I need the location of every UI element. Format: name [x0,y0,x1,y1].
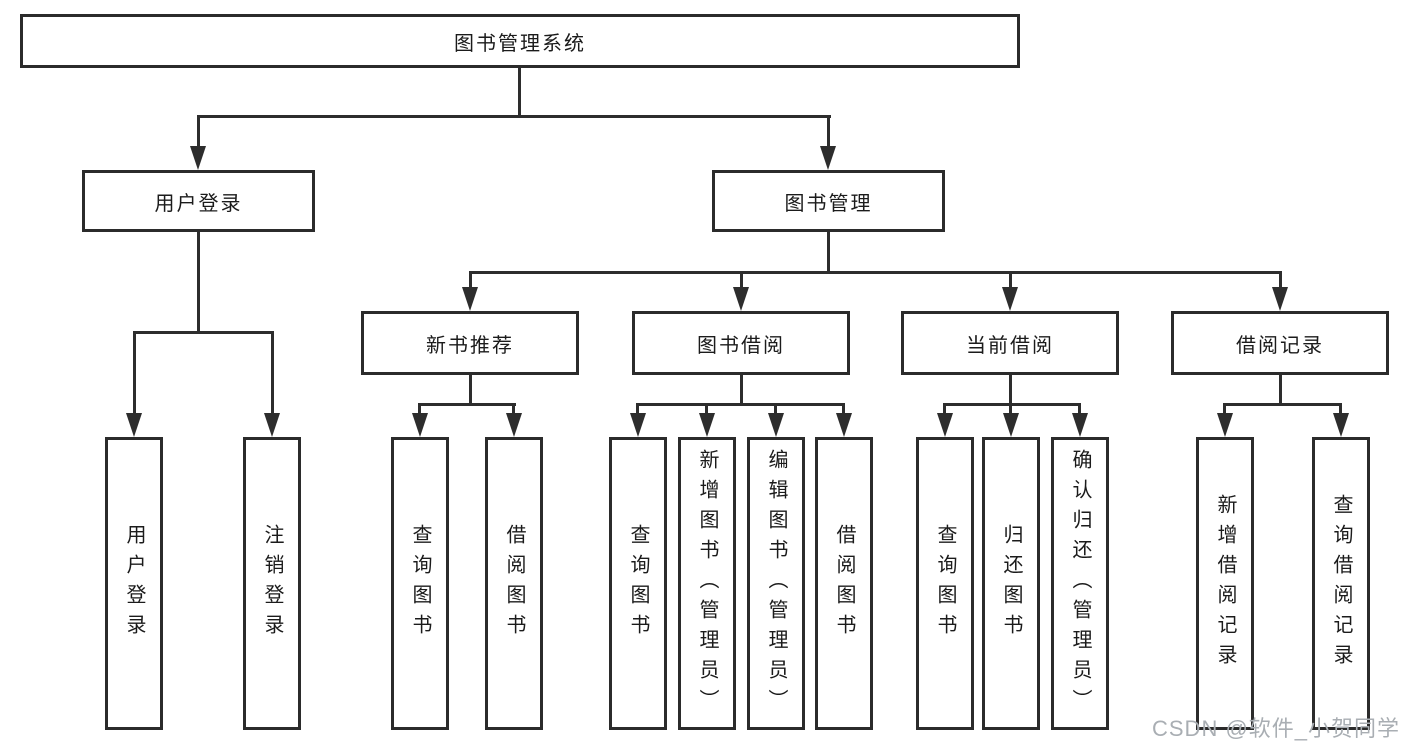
node-book-borrowing-label: 图书借阅 [697,334,785,357]
node-book-management-label: 图书管理 [784,192,873,215]
connector-borrowing-split [636,403,845,406]
leaf-borrow-add-books-admin-label: 新增图书（管理员） [696,448,718,719]
connector-records-split [1223,403,1342,406]
arrow-leaf-current-query [937,413,953,437]
node-book-borrowing: 图书借阅 [632,311,850,375]
leaf-logout-label: 注销登录 [261,523,283,644]
arrow-book-management [820,146,836,170]
connector-leaf-recommend-borrow-drop [512,403,515,413]
leaf-records-query-record-label: 查询借阅记录 [1330,493,1352,674]
node-book-management: 图书管理 [712,170,945,232]
arrow-recommend [462,287,478,311]
node-new-book-recommend-label: 新书推荐 [426,334,514,357]
connector-leaf-user-login-drop [133,331,136,413]
connector-root-stem [518,68,521,118]
connector-leaf-logout-drop [271,331,274,413]
connector-leaf-records-query-drop [1339,403,1342,413]
connector-recommend-stem [469,375,472,406]
connector-leaf-borrow-query-drop [636,403,639,413]
connector-leaf-borrow-edit-drop [774,403,777,413]
node-borrowing-records-label: 借阅记录 [1236,334,1324,357]
connector-book-management-drop [827,115,830,146]
csdn-watermark: CSDN @软件_小贺同学 [1152,716,1401,741]
leaf-records-add-record: 新增借阅记录 [1196,437,1254,730]
leaf-borrow-borrow-books-label: 借阅图书 [833,523,855,644]
leaf-recommend-borrow-books-label: 借阅图书 [503,523,525,644]
arrow-records [1272,287,1288,311]
connector-leaf-current-query-drop [943,403,946,413]
arrow-leaf-borrow-query [630,413,646,437]
arrow-leaf-current-return [1003,413,1019,437]
node-new-book-recommend: 新书推荐 [361,311,579,375]
connector-leaf-borrow-add-drop [705,403,708,413]
node-root: 图书管理系统 [20,14,1020,68]
leaf-borrow-edit-books-admin-label: 编辑图书（管理员） [765,448,787,719]
leaf-current-return-books-label: 归还图书 [1000,523,1022,644]
connector-user-split [133,331,274,334]
arrow-leaf-recommend-query [412,413,428,437]
connector-recommend-split [418,403,516,406]
arrow-leaf-borrow-add [699,413,715,437]
connector-user-login-drop [197,115,200,146]
node-borrowing-records: 借阅记录 [1171,311,1389,375]
leaf-borrow-add-books-admin: 新增图书（管理员） [678,437,736,730]
connector-leaf-recommend-query-drop [418,403,421,413]
arrow-leaf-logout [264,413,280,437]
connector-records-stem [1279,375,1282,406]
node-current-borrowing: 当前借阅 [901,311,1119,375]
connector-level2-split [469,271,1282,274]
connector-recommend-drop [469,271,472,287]
leaf-logout: 注销登录 [243,437,301,730]
connector-user-stem [197,232,200,334]
leaf-recommend-query-books: 查询图书 [391,437,449,730]
arrow-user-login [190,146,206,170]
arrow-leaf-recommend-borrow [506,413,522,437]
node-user-login: 用户登录 [82,170,315,232]
connector-leaf-current-confirm-drop [1078,403,1081,413]
leaf-current-confirm-return-admin: 确认归还（管理员） [1051,437,1109,730]
connector-current-stem [1009,375,1012,406]
node-current-borrowing-label: 当前借阅 [966,334,1054,357]
arrow-leaf-borrow-borrow [836,413,852,437]
arrow-current [1002,287,1018,311]
connector-book-stem [827,232,830,274]
leaf-borrow-borrow-books: 借阅图书 [815,437,873,730]
leaf-records-query-record: 查询借阅记录 [1312,437,1370,730]
node-user-login-label: 用户登录 [154,192,243,215]
leaf-borrow-edit-books-admin: 编辑图书（管理员） [747,437,805,730]
node-root-label: 图书管理系统 [454,32,586,55]
leaf-borrow-query-books-label: 查询图书 [627,523,649,644]
leaf-recommend-query-books-label: 查询图书 [409,523,431,644]
leaf-records-add-record-label: 新增借阅记录 [1214,493,1236,674]
arrow-leaf-borrow-edit [768,413,784,437]
connector-borrowing-stem [740,375,743,406]
arrow-leaf-records-add [1217,413,1233,437]
leaf-user-login-label: 用户登录 [123,523,145,644]
connector-current-drop [1009,271,1012,287]
arrow-leaf-current-confirm [1072,413,1088,437]
leaf-current-return-books: 归还图书 [982,437,1040,730]
connector-leaf-records-add-drop [1223,403,1226,413]
connector-leaf-current-return-drop [1009,403,1012,413]
leaf-current-confirm-return-admin-label: 确认归还（管理员） [1069,448,1091,719]
leaf-current-query-books: 查询图书 [916,437,974,730]
arrow-borrowing [733,287,749,311]
connector-records-drop [1279,271,1282,287]
arrow-leaf-user-login [126,413,142,437]
leaf-user-login: 用户登录 [105,437,163,730]
arrow-leaf-records-query [1333,413,1349,437]
leaf-current-query-books-label: 查询图书 [934,523,956,644]
leaf-recommend-borrow-books: 借阅图书 [485,437,543,730]
connector-borrowing-drop [740,271,743,287]
leaf-borrow-query-books: 查询图书 [609,437,667,730]
connector-current-split [943,403,1081,406]
connector-level1-split [197,115,831,118]
connector-leaf-borrow-borrow-drop [842,403,845,413]
